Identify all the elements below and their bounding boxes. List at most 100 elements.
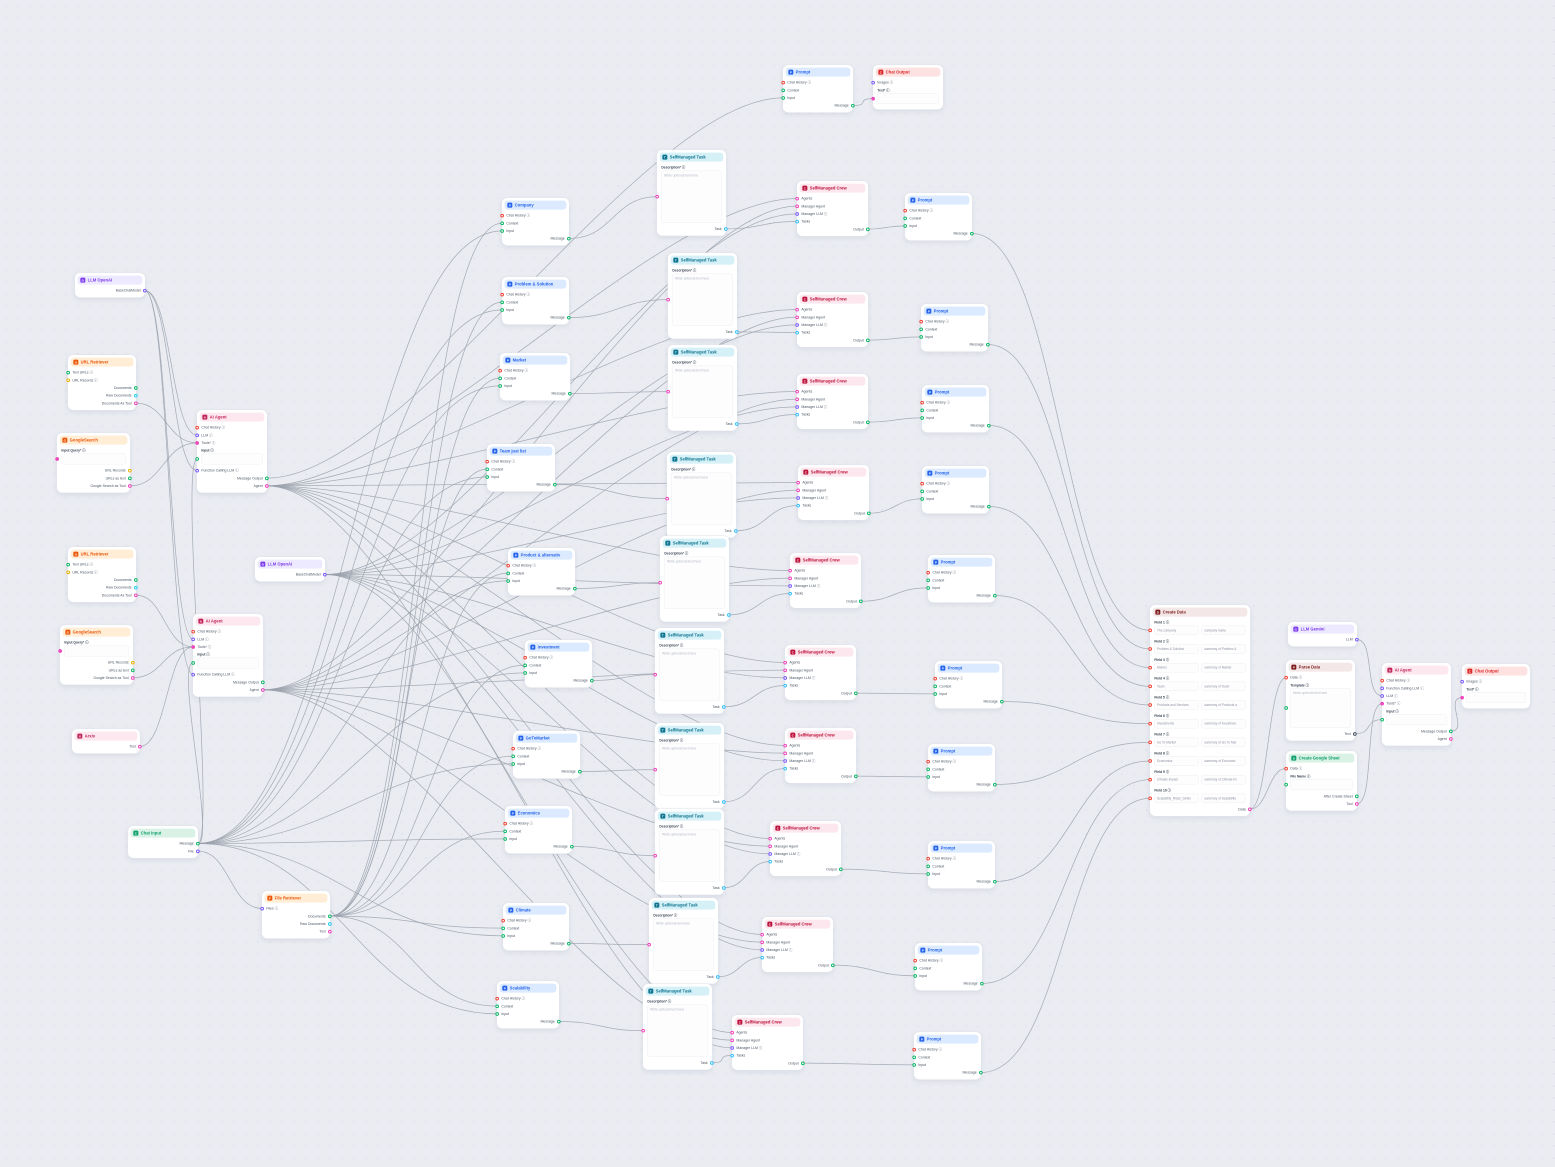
port-basechatmodel-handle[interactable]	[142, 288, 147, 293]
port-context-handle[interactable]	[920, 489, 924, 493]
description-textarea[interactable]: Write optional text here	[658, 648, 720, 701]
port-chat-history-handle[interactable]	[920, 481, 924, 486]
description-textarea[interactable]: Write optional text here	[663, 556, 725, 609]
port-message-handle[interactable]	[979, 981, 984, 986]
port-tasks-handle[interactable]	[795, 412, 799, 417]
port-chat-history-handle[interactable]	[926, 570, 930, 575]
field-key-input[interactable]: The company	[1153, 625, 1199, 635]
field-value-input[interactable]: summary of Problem &	[1201, 644, 1246, 654]
port-chat-history-handle[interactable]	[485, 459, 489, 464]
port-chat-history-handle[interactable]	[495, 996, 499, 1001]
port-chat-history-handle[interactable]	[511, 746, 515, 751]
port-function-calling-llm-handle[interactable]	[191, 672, 195, 677]
port-manager-llm-handle[interactable]	[795, 404, 799, 409]
port-agents-handle[interactable]	[795, 389, 799, 394]
port-task-handle[interactable]	[715, 974, 720, 979]
port-message-handle[interactable]	[572, 586, 577, 591]
port-output-handle[interactable]	[865, 420, 870, 424]
port-field-1-handle[interactable]	[1148, 628, 1152, 633]
port-field-3-handle[interactable]	[1148, 665, 1152, 670]
port-input-handle[interactable]	[485, 474, 489, 479]
port-input-handle[interactable]	[511, 761, 515, 766]
port-output-handle[interactable]	[865, 338, 870, 342]
port-tasks-handle[interactable]	[795, 219, 799, 224]
port-chat-history-handle[interactable]	[498, 368, 502, 373]
port-description-handle[interactable]	[653, 767, 657, 772]
port-context-handle[interactable]	[500, 221, 504, 225]
port-input-handle[interactable]	[919, 334, 923, 339]
field-key-input[interactable]: Market	[1153, 662, 1199, 673]
port-tool-handle[interactable]	[1354, 801, 1359, 806]
port-field-6-handle[interactable]	[1148, 721, 1152, 726]
port-output-handle[interactable]	[866, 511, 871, 515]
port-manager-llm-handle[interactable]	[795, 322, 799, 327]
port-file-handle[interactable]	[195, 849, 200, 853]
port-message-handle[interactable]	[577, 769, 582, 774]
port-context-handle[interactable]	[912, 1055, 916, 1059]
port-google-search-as-tool-handle[interactable]	[130, 675, 135, 680]
field-value-input[interactable]: summary of Market	[1201, 662, 1246, 673]
port-manager-agent-handle[interactable]	[795, 397, 799, 401]
port-data-handle[interactable]	[1247, 807, 1252, 811]
port-chat-history-handle[interactable]	[503, 821, 507, 826]
port-context-handle[interactable]	[523, 663, 527, 667]
port-context-handle[interactable]	[485, 467, 489, 471]
text-input[interactable]	[1289, 779, 1353, 790]
port-basechatmodel-handle[interactable]	[322, 572, 327, 577]
port-input-handle[interactable]	[500, 307, 504, 312]
port-description-handle[interactable]	[655, 194, 659, 199]
port-message-handle[interactable]	[992, 593, 997, 598]
port-documents-as-tool-handle[interactable]	[133, 593, 138, 597]
port-chat-history-handle[interactable]	[926, 759, 930, 764]
port-message-handle[interactable]	[566, 236, 571, 241]
port-context-handle[interactable]	[495, 1004, 499, 1008]
port-task-handle[interactable]	[723, 226, 728, 231]
port-context-handle[interactable]	[511, 754, 515, 758]
field-key-input[interactable]: Investments	[1153, 718, 1199, 729]
port-raw-documents-handle[interactable]	[133, 393, 138, 398]
port-chat-history-handle[interactable]	[523, 655, 527, 660]
port-field-8-handle[interactable]	[1148, 759, 1152, 763]
port-task-handle[interactable]	[721, 885, 726, 890]
port-tool-handle[interactable]	[137, 744, 142, 749]
port-description-handle[interactable]	[658, 580, 662, 585]
port-output-handle[interactable]	[858, 599, 863, 603]
field-key-input[interactable]: Products and Services	[1153, 700, 1199, 710]
port-agents-handle[interactable]	[796, 480, 800, 485]
port-url-records-handle[interactable]	[66, 570, 70, 574]
port-message-handle[interactable]	[992, 782, 997, 787]
port-task-handle[interactable]	[721, 704, 726, 709]
port-tasks-handle[interactable]	[795, 330, 799, 335]
